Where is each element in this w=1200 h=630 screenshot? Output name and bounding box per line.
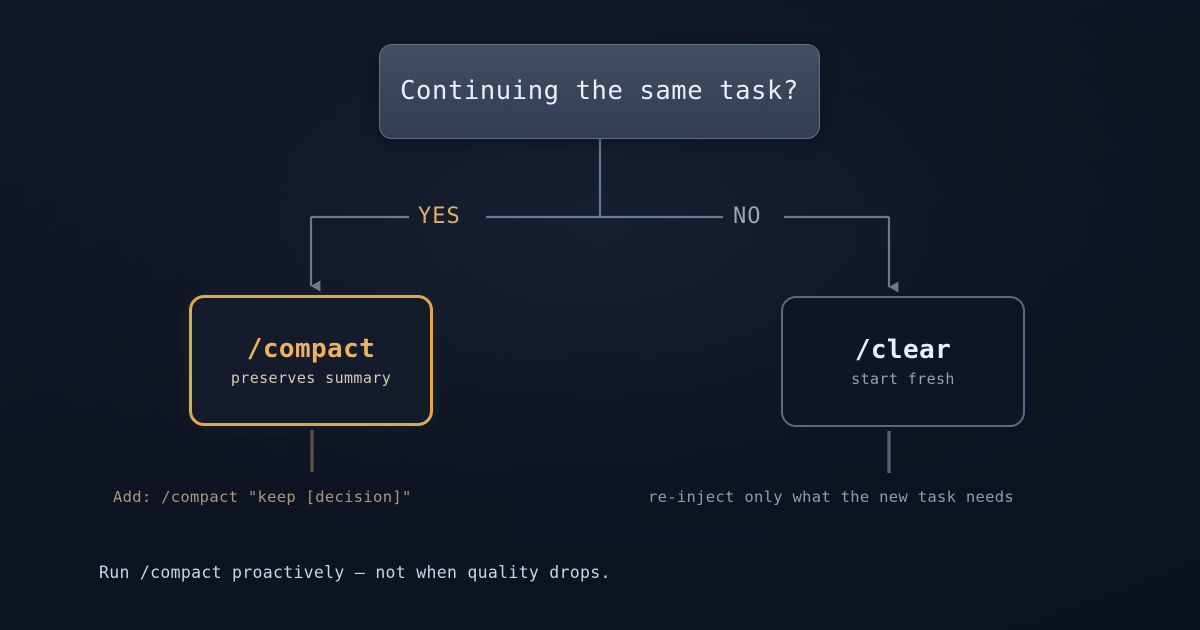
branch-label-yes: YES	[418, 204, 461, 229]
root-question-label: Continuing the same task?	[400, 75, 799, 106]
caption-compact: Add: /compact "keep [decision]"	[113, 488, 412, 506]
footer-note: Run /compact proactively — not when qual…	[99, 563, 611, 582]
compact-title: /compact	[246, 333, 376, 364]
compact-subtitle: preserves summary	[230, 368, 392, 387]
caption-clear: re-inject only what the new task needs	[648, 488, 1015, 506]
node-root-question[interactable]: Continuing the same task?	[379, 44, 820, 139]
node-clear[interactable]: /clear start fresh	[781, 296, 1025, 427]
clear-subtitle: start fresh	[851, 369, 955, 388]
clear-title: /clear	[854, 334, 952, 365]
node-compact[interactable]: /compact preserves summary	[189, 295, 433, 426]
branch-label-no: NO	[733, 204, 762, 229]
